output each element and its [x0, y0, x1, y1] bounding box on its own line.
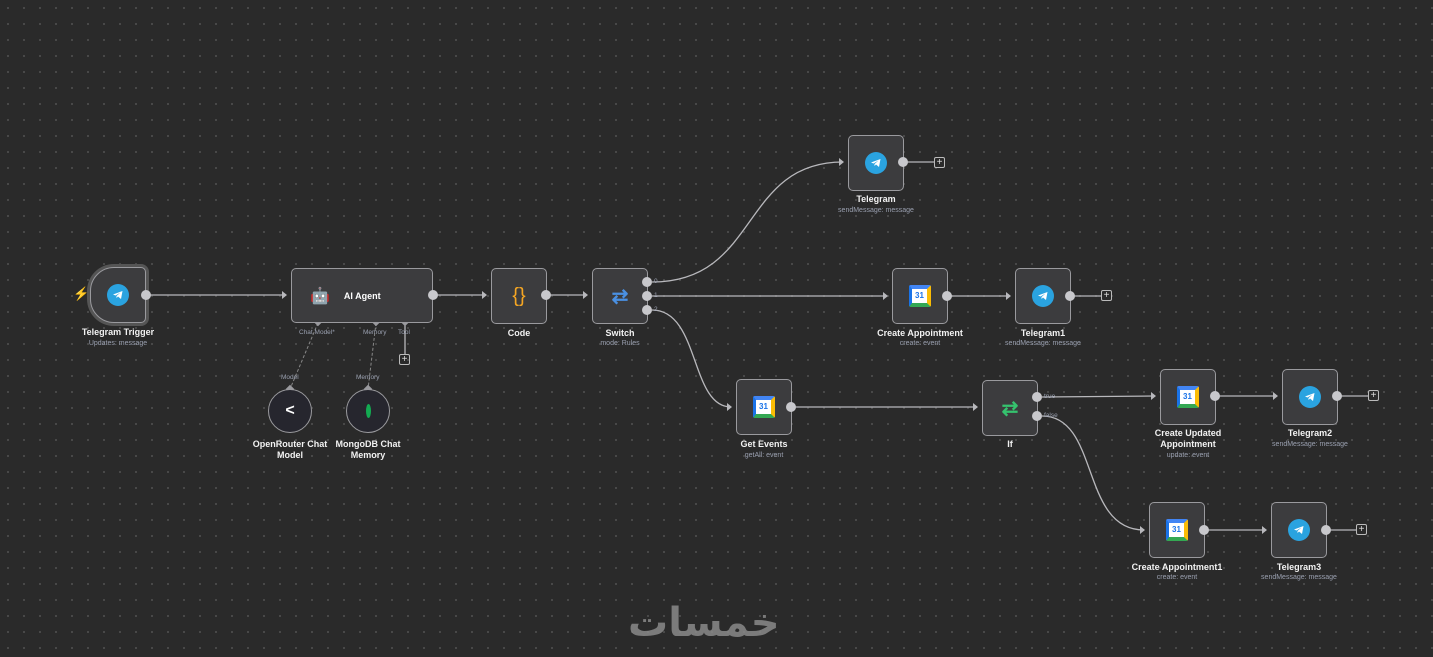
node-subtitle: create: event	[1156, 574, 1198, 581]
node-create-appointment1[interactable]: 31	[1149, 502, 1205, 558]
node-label: Create Appointment1	[1131, 562, 1223, 572]
add-node-button[interactable]: +	[1368, 390, 1379, 401]
node-subtitle: sendMessage: message	[1005, 340, 1081, 347]
telegram-icon	[865, 152, 887, 174]
robot-icon: 🤖	[310, 287, 330, 305]
openrouter-icon: <	[285, 402, 295, 419]
output-handle[interactable]	[898, 157, 908, 167]
node-telegram1[interactable]	[1015, 268, 1071, 324]
handle-label-tool: Tool	[398, 329, 410, 336]
output-handle[interactable]	[786, 402, 796, 412]
node-label: Switch	[605, 328, 635, 338]
google-calendar-icon: 31	[1166, 519, 1188, 541]
trigger-bolt-icon: ⚡	[73, 286, 90, 301]
node-label: Create Appointment	[877, 328, 963, 338]
node-code[interactable]: {}	[491, 268, 547, 324]
node-label: Telegram1	[1020, 328, 1066, 338]
signpost-icon: ⇄	[611, 285, 629, 308]
output-label: 1	[654, 292, 658, 299]
handle-label-memory: Memory	[363, 329, 387, 336]
telegram-icon	[1299, 386, 1321, 408]
node-subtitle: getAll: event	[744, 452, 784, 459]
node-openrouter[interactable]: <	[268, 389, 312, 433]
node-subtitle: sendMessage: message	[1272, 441, 1348, 448]
output-handle[interactable]	[1332, 391, 1342, 401]
node-get-events[interactable]: 31	[736, 379, 792, 435]
node-subtitle: update: event	[1166, 452, 1210, 459]
node-mongodb[interactable]	[346, 389, 390, 433]
handle-label-memory: Memory	[356, 374, 380, 381]
node-telegram-trigger[interactable]	[90, 267, 146, 323]
output-handle[interactable]	[1065, 291, 1075, 301]
handle-label-chat-model: Chat Model*	[299, 329, 335, 336]
telegram-icon	[1032, 285, 1054, 307]
node-subtitle: create: event	[899, 340, 941, 347]
output-handle[interactable]	[1199, 525, 1209, 535]
node-label: AI Agent	[343, 290, 381, 301]
output-handle[interactable]	[141, 290, 151, 300]
node-label: Get Events	[740, 439, 788, 449]
google-calendar-icon: 31	[1177, 386, 1199, 408]
output-handle-false[interactable]	[1032, 411, 1042, 421]
output-handle-2[interactable]	[642, 305, 652, 315]
google-calendar-icon: 31	[909, 285, 931, 307]
add-tool-button[interactable]: +	[399, 354, 410, 365]
node-label: Code	[507, 328, 531, 338]
handle-label-model: Model	[281, 374, 299, 381]
node-subtitle: sendMessage: message	[838, 207, 914, 214]
output-handle[interactable]	[1210, 391, 1220, 401]
node-label: Telegram2	[1287, 428, 1333, 438]
node-ai-agent[interactable]: 🤖 AI Agent	[291, 268, 433, 323]
telegram-icon	[1288, 519, 1310, 541]
signpost-icon: ⇄	[1001, 397, 1019, 420]
add-node-button[interactable]: +	[934, 157, 945, 168]
node-label: Telegram	[856, 194, 896, 204]
output-label: 0	[654, 278, 658, 285]
node-telegram[interactable]	[848, 135, 904, 191]
add-node-button[interactable]: +	[1356, 524, 1367, 535]
telegram-icon	[107, 284, 129, 306]
node-create-updated-appointment[interactable]: 31	[1160, 369, 1216, 425]
node-telegram2[interactable]	[1282, 369, 1338, 425]
node-switch[interactable]: ⇄	[592, 268, 648, 324]
output-handle[interactable]	[541, 290, 551, 300]
mongodb-leaf-icon	[365, 404, 371, 418]
node-label: Telegram3	[1276, 562, 1322, 572]
node-telegram3[interactable]	[1271, 502, 1327, 558]
node-subtitle: mode: Rules	[600, 340, 640, 347]
output-handle[interactable]	[428, 290, 438, 300]
add-node-button[interactable]: +	[1101, 290, 1112, 301]
node-create-appointment[interactable]: 31	[892, 268, 948, 324]
output-label: true	[1044, 393, 1056, 400]
output-label: false	[1044, 412, 1058, 419]
node-label: Create Updated Appointment	[1154, 428, 1222, 449]
output-handle-0[interactable]	[642, 277, 652, 287]
node-label: Telegram Trigger	[81, 327, 155, 337]
output-handle-1[interactable]	[642, 291, 652, 301]
output-label: 2	[654, 306, 658, 313]
node-subtitle: sendMessage: message	[1261, 574, 1337, 581]
node-label: MongoDB Chat Memory	[335, 439, 401, 460]
node-label: OpenRouter Chat Model	[252, 439, 328, 460]
output-handle[interactable]	[942, 291, 952, 301]
node-subtitle: Updates: message	[88, 340, 148, 347]
node-label: If	[1007, 439, 1013, 449]
google-calendar-icon: 31	[753, 396, 775, 418]
node-if[interactable]: ⇄	[982, 380, 1038, 436]
output-handle-true[interactable]	[1032, 392, 1042, 402]
code-braces-icon: {}	[512, 284, 526, 307]
watermark-logo: خمسات	[628, 600, 780, 646]
output-handle[interactable]	[1321, 525, 1331, 535]
